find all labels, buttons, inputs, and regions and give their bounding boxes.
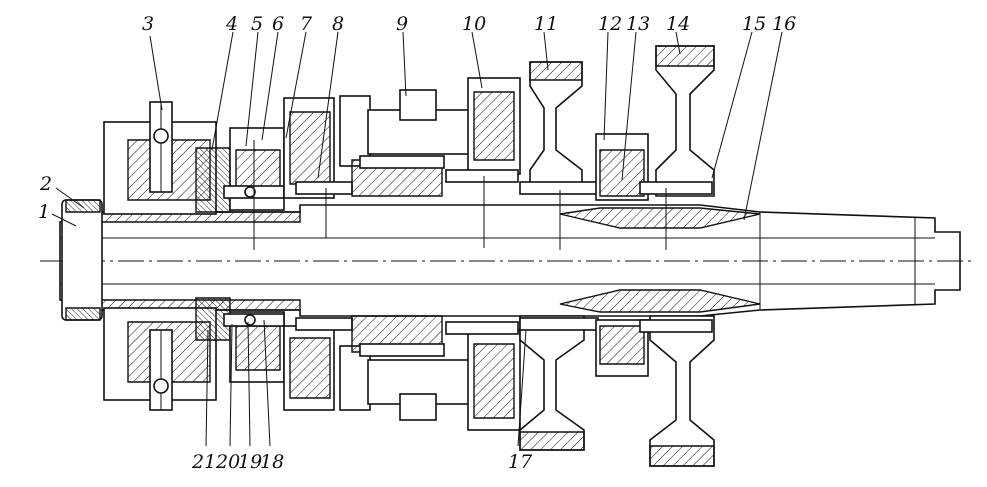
callout-labels: 1 2 3 4 5 6 7 8 9 10 11 12 13 14 15 16 1…: [38, 13, 796, 473]
synchronizer-group: [195, 127, 285, 383]
callout-15: 15: [742, 13, 766, 35]
callout-2: 2: [39, 173, 52, 195]
callout-19: 19: [238, 451, 262, 473]
callout-12: 12: [598, 13, 622, 35]
left-end-assembly: [61, 101, 217, 411]
callout-18: 18: [260, 451, 284, 473]
callout-1: 1: [38, 201, 50, 223]
callout-6: 6: [272, 13, 284, 35]
callout-13: 13: [626, 13, 650, 35]
callout-11: 11: [534, 13, 558, 35]
gear-block-14: [639, 45, 715, 467]
callout-3: 3: [142, 13, 154, 35]
gear-block-10: [445, 77, 521, 431]
callout-7: 7: [300, 13, 313, 35]
callout-16: 16: [772, 13, 796, 35]
callout-9: 9: [396, 13, 408, 35]
gear-block-13: [595, 133, 649, 377]
callout-21: 21: [191, 451, 216, 473]
callout-leaders: [51, 31, 783, 447]
callout-14: 14: [666, 13, 690, 35]
gear-block-11: [519, 61, 599, 451]
callout-4: 4: [225, 13, 238, 35]
callout-10: 10: [462, 13, 486, 35]
callout-8: 8: [332, 13, 344, 35]
callout-17: 17: [508, 451, 533, 473]
callout-5: 5: [251, 13, 263, 35]
callout-20: 20: [215, 451, 240, 473]
